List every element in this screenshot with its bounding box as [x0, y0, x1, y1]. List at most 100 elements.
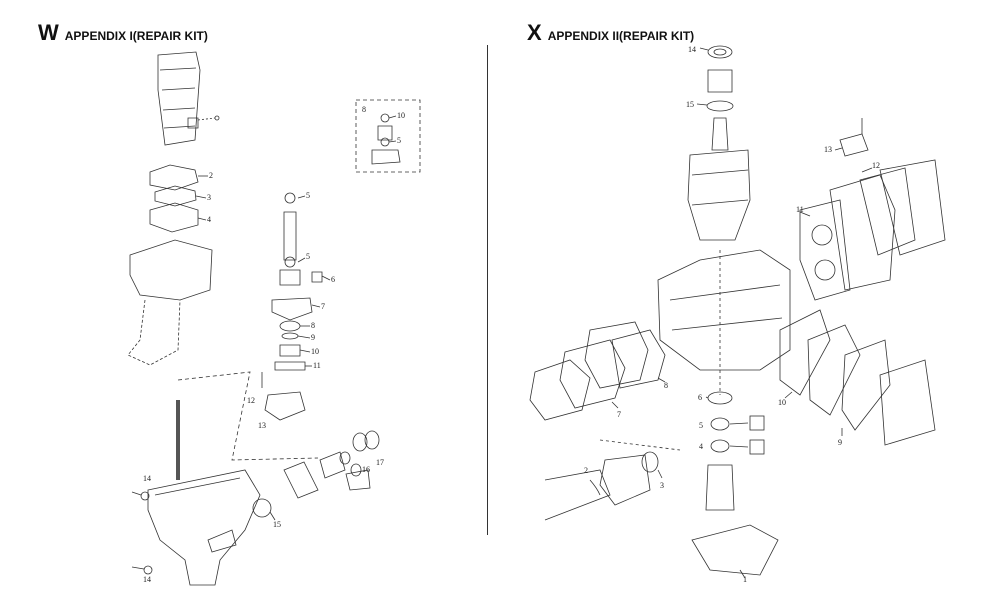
o-ring-5b: [284, 256, 296, 268]
oil-seal-14: [707, 45, 733, 59]
o-ring-9: [281, 332, 299, 340]
grommet-6: [311, 271, 323, 283]
leader-5a: [297, 195, 306, 199]
leader-r-10: [784, 391, 793, 399]
callout-l-17: 17: [376, 458, 384, 467]
plate-11: [274, 361, 306, 371]
pump-bracket: [279, 269, 301, 286]
housing-ribs: [159, 67, 197, 129]
callout-r-15: 15: [686, 100, 694, 109]
appendix-i-heading: W APPENDIX I(REPAIR KIT): [38, 20, 208, 46]
leader-3: [195, 195, 207, 199]
right-diagram: [529, 45, 946, 579]
leader-r-11: [799, 211, 811, 217]
leader-r-1: [739, 569, 746, 579]
appendix-i-title: APPENDIX I(REPAIR KIT): [64, 29, 208, 43]
head-cover: [879, 159, 946, 256]
bushing-16: [345, 469, 371, 491]
section-divider: [487, 45, 488, 535]
callout-l-5a: 5: [306, 191, 310, 200]
washer-16a: [339, 451, 351, 465]
lower-casing: [129, 239, 213, 301]
gasket-7: [559, 339, 626, 409]
callout-l-10: 10: [311, 347, 319, 356]
callout-l-13: 13: [258, 421, 266, 430]
plug-14b: [143, 565, 153, 575]
leader-15: [269, 511, 276, 521]
callout-l-3: 3: [207, 193, 211, 202]
appendix-ii-heading: X APPENDIX II(REPAIR KIT): [527, 20, 694, 46]
o-ring-15: [706, 100, 734, 112]
cylinder-block: [657, 249, 791, 371]
left-callout-labels: 2 3 4 5 5 6 7 8 9 10 11 12 13 14 14 15 1…: [143, 105, 405, 584]
leader-r-14: [699, 47, 709, 51]
detail-base: [371, 149, 401, 165]
plug-14a-screw: [131, 491, 142, 496]
gasket-2: [149, 164, 199, 191]
callout-r-14: 14: [688, 45, 696, 54]
seal-detail-5: [749, 415, 765, 431]
gear-case-seam: [154, 477, 241, 496]
head-gasket-12: [859, 167, 916, 256]
leader-7: [311, 304, 321, 308]
leader-r-8: [657, 377, 666, 383]
intake-manifold: [529, 359, 591, 421]
driveshaft-housing: [157, 51, 201, 146]
oil-seal-14-inner: [713, 48, 727, 56]
bearing-housing: [283, 461, 319, 499]
crankshaft-top: [711, 117, 729, 151]
callout-l-9: 9: [311, 333, 315, 342]
o-ring-15: [252, 498, 272, 518]
lower-housing: [705, 464, 735, 511]
callout-r-1: 1: [743, 575, 747, 584]
hose-2: [589, 479, 601, 496]
section-letter-w: W: [38, 20, 59, 45]
leader-5b: [297, 257, 306, 263]
callout-r-12: 12: [872, 161, 880, 170]
appendix-ii-title: APPENDIX II(REPAIR KIT): [547, 29, 695, 43]
gasket-3: [154, 185, 197, 207]
crankshaft-body: [687, 149, 751, 241]
bolt-part: [187, 117, 199, 129]
callout-l-11: 11: [313, 361, 321, 370]
seal-detail-4: [749, 439, 765, 455]
exhaust-gasket-9: [841, 339, 891, 431]
leader-6: [321, 275, 331, 281]
head-gasket-11: [799, 199, 851, 301]
carb-outline: [544, 469, 611, 521]
callout-r-11: 11: [796, 205, 804, 214]
carb-dashed-line: [599, 439, 681, 451]
insert-8: [279, 320, 301, 332]
leader-r-5: [729, 422, 749, 425]
head-gasket-bore-a: [811, 224, 833, 246]
callout-l-15: 15: [273, 520, 281, 529]
lower-casing-hidden: [127, 299, 181, 366]
callout-r-9: 9: [838, 438, 842, 447]
pump-base-13: [264, 391, 306, 421]
leader-4: [197, 217, 207, 221]
callout-l-2: 2: [209, 171, 213, 180]
gear-case: [147, 469, 261, 586]
section-letter-x: X: [527, 20, 542, 45]
leader-r-13: [834, 147, 843, 151]
o-ring-3: [641, 451, 659, 473]
callout-r-2: 2: [584, 466, 588, 475]
callout-r-6: 6: [698, 393, 702, 402]
o-ring-6: [707, 391, 733, 405]
callout-r-10: 10: [778, 398, 786, 407]
callout-l-8: 8: [311, 321, 315, 330]
detail-leader-10: [388, 115, 397, 119]
callout-l-14b: 14: [143, 575, 151, 584]
exhaust-inner-cover: [807, 324, 861, 416]
assembly-dashed-line: [177, 371, 319, 461]
callout-l-4: 4: [207, 215, 211, 224]
callout-r-8: 8: [664, 381, 668, 390]
callout-l-6: 6: [331, 275, 335, 284]
oil-seal-5: [710, 417, 730, 431]
leader-r-4: [729, 445, 749, 448]
o-ring-17b: [364, 430, 380, 450]
callout-l-detail-10: 10: [397, 111, 405, 120]
bolt-head: [214, 115, 220, 121]
callout-l-detail-5: 5: [397, 136, 401, 145]
gasket-8: [611, 329, 666, 389]
